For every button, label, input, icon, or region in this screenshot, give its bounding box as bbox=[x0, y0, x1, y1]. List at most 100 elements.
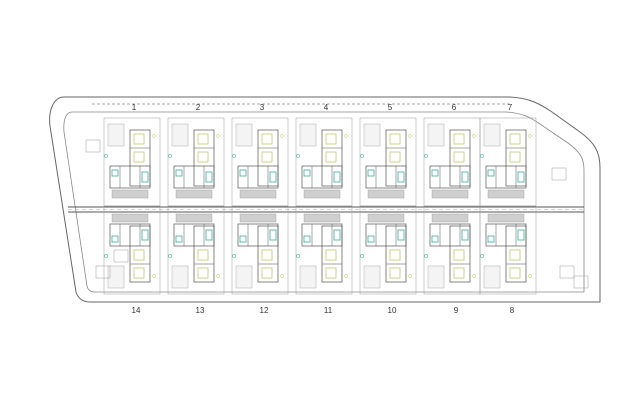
bedroom-furniture bbox=[133, 133, 145, 145]
lot-number-bottom: 11 bbox=[324, 306, 333, 315]
terrace-hatch bbox=[175, 213, 213, 223]
bedroom-furniture bbox=[509, 267, 521, 279]
terrace-hatch bbox=[431, 213, 469, 223]
terrace-hatch bbox=[303, 189, 341, 199]
tree-marker bbox=[480, 254, 484, 258]
tree-marker bbox=[480, 154, 484, 158]
garden-patch bbox=[171, 265, 189, 289]
lot-number-bottom: 13 bbox=[196, 306, 205, 315]
bedroom-furniture bbox=[197, 151, 209, 163]
lot-bottom-11 bbox=[295, 205, 353, 295]
lot-boundary bbox=[167, 205, 225, 295]
bathroom-fixture bbox=[517, 171, 525, 183]
bathroom-fixture bbox=[517, 229, 525, 241]
bedroom-furniture bbox=[325, 249, 337, 261]
outbuilding bbox=[85, 139, 101, 153]
lot-bottom-13 bbox=[167, 205, 225, 295]
garden-patch bbox=[235, 123, 253, 147]
kitchen-fixture bbox=[367, 169, 375, 177]
lot-number-top: 1 bbox=[132, 103, 137, 112]
tree-marker bbox=[168, 254, 172, 258]
bedroom-furniture bbox=[197, 133, 209, 145]
tree-marker bbox=[344, 134, 348, 138]
tree-marker bbox=[280, 274, 284, 278]
bedroom-furniture bbox=[325, 151, 337, 163]
lot-top-6 bbox=[423, 117, 481, 207]
garden-patch bbox=[299, 265, 317, 289]
lot-top-7 bbox=[479, 117, 537, 207]
lot-number-top: 6 bbox=[452, 103, 457, 112]
site-boundary-outer bbox=[49, 96, 601, 303]
kitchen-fixture bbox=[303, 169, 311, 177]
bathroom-fixture bbox=[269, 229, 277, 241]
tree-marker bbox=[168, 154, 172, 158]
lot-number-top: 7 bbox=[508, 103, 513, 112]
bedroom-furniture bbox=[389, 151, 401, 163]
bedroom-furniture bbox=[325, 133, 337, 145]
lot-number-bottom: 14 bbox=[132, 306, 141, 315]
tree-marker bbox=[472, 134, 476, 138]
tree-marker bbox=[472, 274, 476, 278]
lot-boundary bbox=[479, 205, 537, 295]
bedroom-furniture bbox=[261, 133, 273, 145]
house-cross-wing bbox=[365, 165, 407, 189]
lot-top-1 bbox=[103, 117, 161, 207]
tree-marker bbox=[528, 274, 532, 278]
bedroom-furniture bbox=[261, 249, 273, 261]
tree-marker bbox=[296, 154, 300, 158]
kitchen-fixture bbox=[303, 235, 311, 243]
house-cross-wing bbox=[237, 223, 279, 247]
house-cross-wing bbox=[237, 165, 279, 189]
garden-patch bbox=[427, 265, 445, 289]
terrace-hatch bbox=[487, 213, 525, 223]
lot-boundary bbox=[231, 205, 289, 295]
lot-boundary bbox=[359, 205, 417, 295]
bathroom-fixture bbox=[333, 171, 341, 183]
bedroom-furniture bbox=[325, 267, 337, 279]
tree-marker bbox=[104, 254, 108, 258]
lot-bottom-8 bbox=[479, 205, 537, 295]
tree-marker bbox=[280, 134, 284, 138]
terrace-hatch bbox=[111, 213, 149, 223]
kitchen-fixture bbox=[431, 169, 439, 177]
kitchen-fixture bbox=[175, 235, 183, 243]
tree-marker bbox=[216, 134, 220, 138]
house-cross-wing bbox=[365, 223, 407, 247]
bedroom-furniture bbox=[133, 151, 145, 163]
bathroom-fixture bbox=[205, 229, 213, 241]
terrace-hatch bbox=[487, 189, 525, 199]
kitchen-fixture bbox=[239, 235, 247, 243]
house-cross-wing bbox=[109, 223, 151, 247]
bathroom-fixture bbox=[397, 229, 405, 241]
garden-patch bbox=[107, 265, 125, 289]
kitchen-fixture bbox=[111, 169, 119, 177]
bathroom-fixture bbox=[269, 171, 277, 183]
bedroom-furniture bbox=[197, 249, 209, 261]
outbuilding bbox=[551, 167, 567, 181]
bedroom-furniture bbox=[453, 249, 465, 261]
terrace-hatch bbox=[111, 189, 149, 199]
bathroom-fixture bbox=[141, 229, 149, 241]
tree-marker bbox=[344, 274, 348, 278]
terrace-hatch bbox=[239, 189, 277, 199]
lot-boundary bbox=[295, 205, 353, 295]
lot-top-2 bbox=[167, 117, 225, 207]
tree-marker bbox=[104, 154, 108, 158]
tree-marker bbox=[152, 134, 156, 138]
lot-number-top: 5 bbox=[388, 103, 393, 112]
garden-patch bbox=[363, 123, 381, 147]
bedroom-furniture bbox=[389, 249, 401, 261]
tree-marker bbox=[152, 274, 156, 278]
lot-number-bottom: 9 bbox=[454, 306, 459, 315]
bedroom-furniture bbox=[197, 267, 209, 279]
lot-number-top: 4 bbox=[324, 103, 329, 112]
lots-group bbox=[85, 117, 589, 295]
bedroom-furniture bbox=[509, 133, 521, 145]
lot-top-4 bbox=[295, 117, 353, 207]
house-cross-wing bbox=[109, 165, 151, 189]
terrace-hatch bbox=[367, 213, 405, 223]
tree-marker bbox=[528, 134, 532, 138]
kitchen-fixture bbox=[431, 235, 439, 243]
